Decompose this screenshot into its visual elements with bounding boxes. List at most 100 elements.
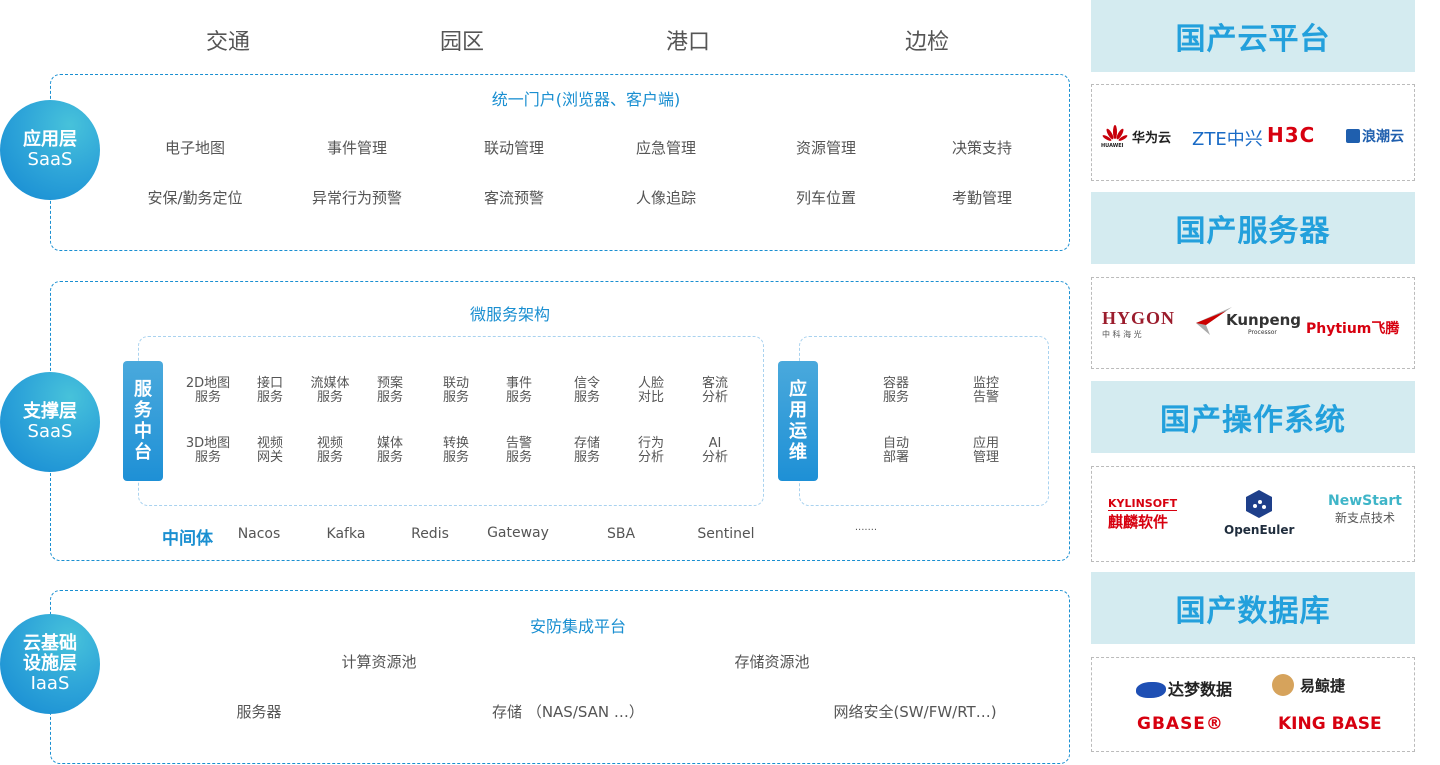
service-item-line2: 分析 — [637, 450, 664, 465]
ops-item-line2: 服务 — [882, 390, 909, 405]
ops-item: 应用管理 — [954, 437, 1018, 465]
middleware-label: 中间体 — [162, 529, 213, 549]
service-item-line1: 预案 — [376, 376, 403, 391]
category-server-title: 国产服务器 — [1091, 192, 1415, 264]
service-item-line2: 服务 — [442, 390, 469, 405]
ops-item: 容器服务 — [864, 377, 928, 405]
scenario-park: 园区 — [439, 30, 484, 55]
service-platform-label: 服务中台 — [123, 361, 163, 481]
esgyn-name: 易鲸捷 — [1300, 677, 1346, 695]
service-item-line1: 接口 — [256, 376, 283, 391]
service-item-line2: 服务 — [194, 450, 221, 465]
middleware-item: Kafka — [326, 526, 366, 542]
service-item-line2: 服务 — [505, 450, 532, 465]
service-item: 视频网关 — [238, 437, 302, 465]
service-item-line1: 媒体 — [376, 436, 403, 451]
service-item: 客流分析 — [683, 377, 747, 405]
dameng-name: 达梦数据 — [1168, 680, 1233, 699]
service-item: 3D地图服务 — [176, 437, 240, 465]
service-item: 预案服务 — [358, 377, 422, 405]
kunpeng-chevron-icon — [1196, 307, 1232, 335]
layer-name: 应用层 — [23, 129, 77, 150]
gbase-logo: GBASE® — [1137, 714, 1224, 734]
service-item-line2: 服务 — [316, 450, 343, 465]
infra-item-server: 服务器 — [236, 703, 282, 721]
dameng-logo: 达梦数据 — [1136, 676, 1232, 700]
scenario-traffic: 交通 — [205, 30, 250, 55]
service-item: 媒体服务 — [358, 437, 422, 465]
kylinsoft-name: KYLINSOFT — [1108, 497, 1178, 511]
app-item: 联动管理 — [483, 139, 544, 157]
service-item-line1: AI — [708, 436, 722, 451]
huawei-sub: HUAWEI — [1101, 143, 1124, 149]
dameng-icon — [1136, 682, 1166, 698]
middleware-item: SBA — [606, 526, 636, 542]
app-item: 应急管理 — [635, 139, 696, 157]
layer-name-line2: 设施层 — [23, 653, 77, 674]
service-item: 转换服务 — [424, 437, 488, 465]
ops-item: 监控告警 — [954, 377, 1018, 405]
openeuler-logo: OpenEuler — [1224, 489, 1294, 537]
service-item-line1: 行为 — [637, 436, 664, 451]
huawei-name: 华为云 — [1132, 131, 1172, 146]
layer-sub: IaaS — [30, 673, 70, 694]
service-item-line2: 服务 — [573, 450, 600, 465]
application-layer-badge: 应用层 SaaS — [0, 100, 100, 200]
inspur-cloud-logo: 浪潮云 — [1346, 126, 1404, 146]
app-item: 列车位置 — [795, 189, 856, 207]
app-item: 资源管理 — [795, 139, 856, 157]
middleware-item: Redis — [411, 526, 449, 542]
hygon-logo: HYGON 中 科 海 光 — [1102, 308, 1175, 340]
category-cloud-title: 国产云平台 — [1091, 0, 1415, 72]
kylinsoft-sub: 麒麟软件 — [1108, 513, 1169, 531]
scenario-border: 边检 — [904, 30, 949, 55]
microservice-title: 微服务架构 — [469, 305, 550, 324]
ops-item: 自动部署 — [864, 437, 928, 465]
hygon-name: HYGON — [1102, 308, 1176, 328]
service-item-line1: 视频 — [316, 436, 343, 451]
category-os-title: 国产操作系统 — [1091, 381, 1415, 453]
layer-sub: SaaS — [27, 421, 73, 442]
service-platform-box — [138, 336, 764, 506]
infra-item-storage: 存储 （NAS/SAN …） — [492, 703, 644, 721]
service-item-line2: 分析 — [701, 390, 728, 405]
openeuler-hex-icon — [1246, 490, 1272, 518]
service-item-line2: 服务 — [442, 450, 469, 465]
h3c-logo: H3C — [1267, 123, 1316, 147]
app-item: 客流预警 — [483, 189, 544, 207]
service-item: 告警服务 — [487, 437, 551, 465]
service-item-line1: 存储 — [573, 436, 600, 451]
esgyn-icon — [1272, 674, 1294, 696]
newstart-name: NewStart — [1328, 493, 1402, 509]
app-item: 人像追踪 — [635, 189, 696, 207]
ops-item-line1: 监控 — [972, 376, 999, 391]
service-item-line1: 转换 — [442, 436, 469, 451]
unified-portal-title: 统一门户(浏览器、客户端) — [491, 90, 681, 109]
service-item-line2: 服务 — [316, 390, 343, 405]
esgyn-logo: 易鲸捷 — [1272, 674, 1345, 696]
middleware-item: Nacos — [237, 526, 281, 542]
kunpeng-sub: Processor — [1248, 329, 1277, 336]
service-item: 行为分析 — [619, 437, 683, 465]
app-item: 电子地图 — [164, 139, 225, 157]
service-item: 流媒体服务 — [298, 377, 362, 405]
support-layer-badge: 支撑层 SaaS — [0, 372, 100, 472]
service-item: 存储服务 — [555, 437, 619, 465]
service-item-line2: 服务 — [505, 390, 532, 405]
service-item-line2: 分析 — [701, 450, 728, 465]
service-item-line2: 服务 — [376, 390, 403, 405]
layer-name: 支撑层 — [23, 401, 77, 422]
kunpeng-logo: Kunpeng Processor — [1192, 303, 1302, 341]
layer-name-line1: 云基础 — [23, 633, 77, 654]
app-item: 事件管理 — [326, 139, 387, 157]
service-item: 人脸对比 — [619, 377, 683, 405]
ops-item-line2: 告警 — [972, 390, 999, 405]
service-item-line1: 3D地图 — [185, 436, 231, 451]
service-item: 视频服务 — [298, 437, 362, 465]
service-item: 事件服务 — [487, 377, 551, 405]
kingbase-logo: KING BASE — [1278, 714, 1382, 734]
storage-pool: 存储资源池 — [734, 653, 810, 671]
service-item-line2: 服务 — [194, 390, 221, 405]
newstart-sub: 新支点技术 — [1334, 511, 1395, 525]
